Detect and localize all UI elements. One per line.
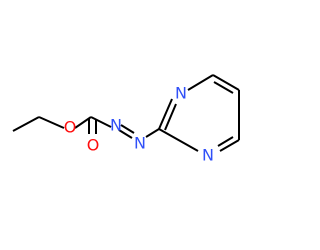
bond-c2-n1	[158, 98, 173, 130]
atom-o-carbonyl: O	[87, 136, 100, 155]
bond-ch3-ch2	[12, 116, 40, 132]
bond-n-n-double-b	[120, 124, 135, 134]
bond-o-c	[74, 116, 92, 129]
atom-n-azo-2: N	[134, 134, 146, 153]
bond-n1-c6	[187, 74, 214, 91]
bond-c2-n1-inner	[164, 103, 177, 131]
bond-c4-n3	[219, 139, 240, 152]
bond-n-n-double-a	[118, 129, 133, 139]
bond-c-n	[90, 116, 112, 128]
bond-c6-c5	[212, 74, 240, 91]
atom-n-azo-1: N	[110, 116, 122, 135]
atom-o-ester: O	[64, 118, 77, 137]
atom-n-ring-top: N	[175, 84, 187, 103]
bond-c6-c5-inner	[213, 81, 234, 94]
bond-ch2-o	[38, 116, 65, 129]
atom-n-ring-bottom: N	[202, 146, 214, 165]
bond-n3-c2	[158, 128, 199, 152]
molecule-structure: O O N N N N	[12, 74, 240, 165]
bond-n-c2	[145, 128, 160, 138]
bond-c4-n3-inner	[217, 136, 234, 147]
